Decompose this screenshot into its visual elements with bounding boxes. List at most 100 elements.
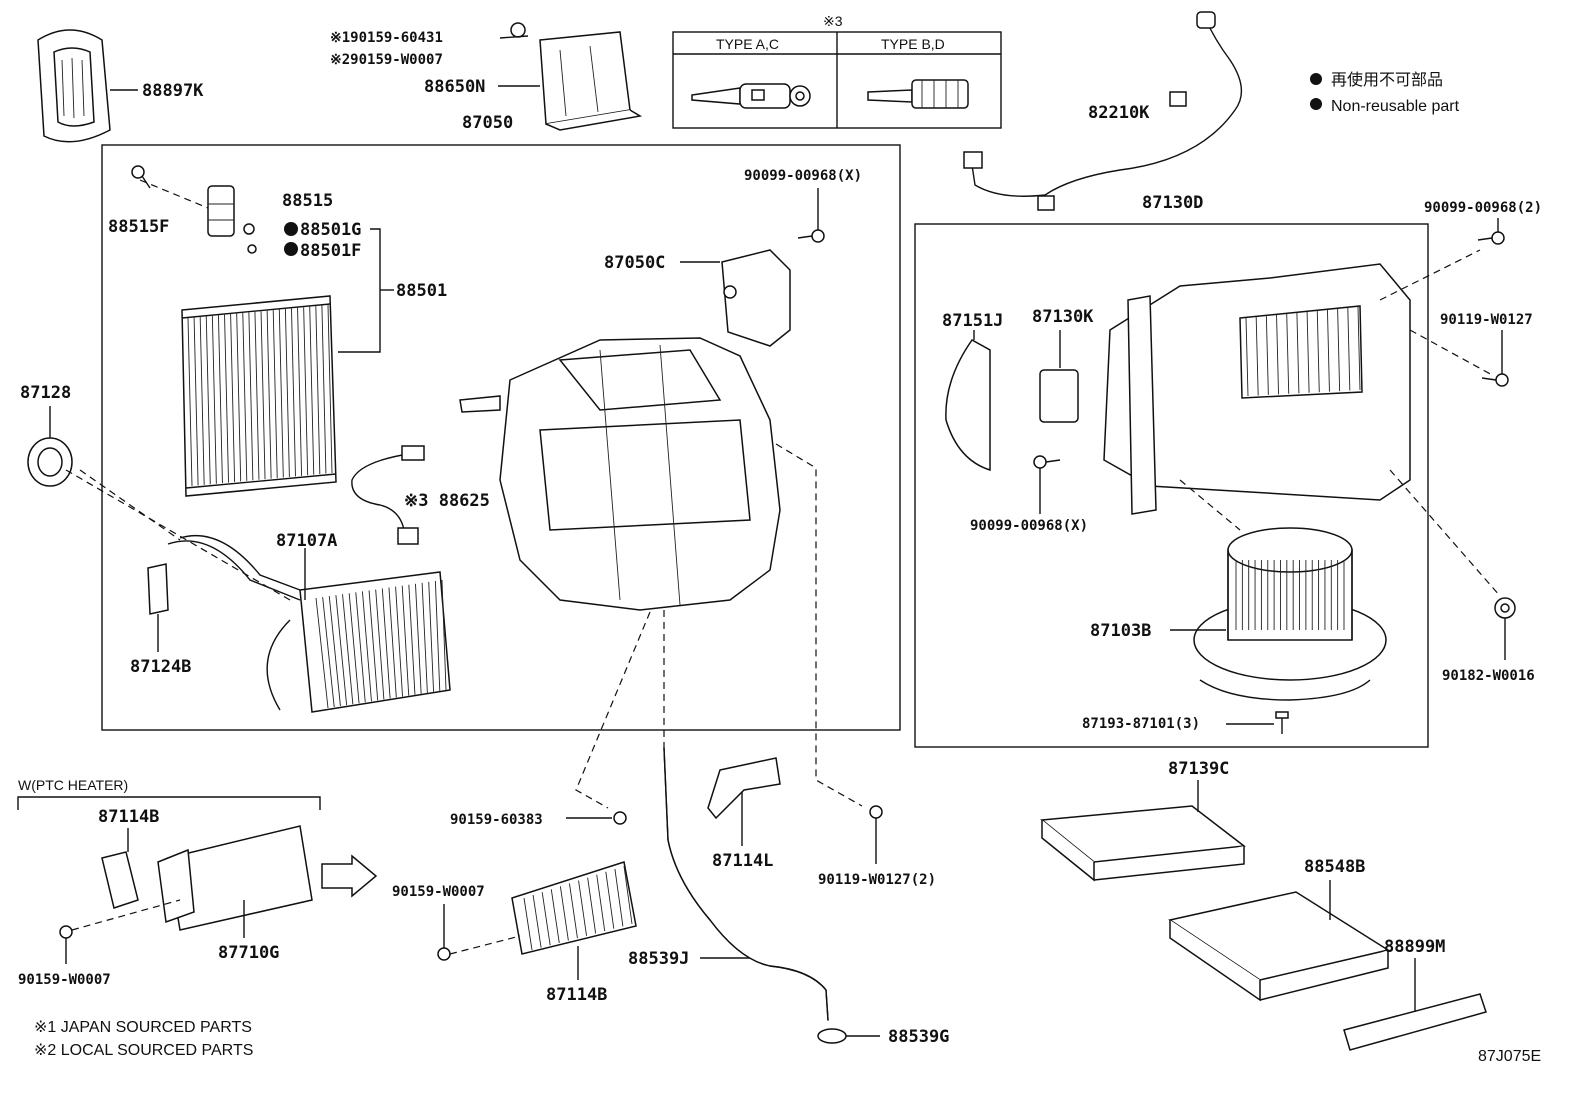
fin-line (335, 595, 348, 706)
fin-line (205, 316, 211, 485)
fin-line (368, 590, 379, 701)
fin-line (1357, 306, 1361, 391)
label-87193-87101: 87193-87101(3) (1082, 716, 1200, 732)
register-cover-part (37, 29, 111, 143)
fin-line (623, 865, 633, 925)
fin-line (532, 895, 542, 948)
fin-line (193, 317, 199, 486)
oring-88501f-icon (247, 244, 257, 254)
fin-line (559, 886, 569, 941)
screw-90119-w0127-icon (1481, 373, 1509, 387)
screw-90099-00968-2-icon (1477, 231, 1505, 245)
label-87107a: 87107A (276, 531, 337, 551)
main-unit-frame (101, 144, 901, 731)
ptc-header: W(PTC HEATER) (18, 777, 128, 793)
label-87151j: 87151J (942, 311, 1003, 331)
hvac-case-part (459, 337, 781, 611)
label-90159-w0007-top: ※290159-W0007 (330, 52, 443, 68)
label-87130d: 87130D (1142, 193, 1203, 213)
fin-line (248, 312, 254, 481)
label-88539g: 88539G (888, 1027, 949, 1047)
fin-line (272, 310, 278, 479)
fin-line (428, 581, 435, 692)
ptc-heater-part (157, 825, 313, 931)
connector-type-ac-icon (691, 83, 811, 109)
fin-line (254, 311, 260, 480)
label-90119-w0127: 90119-W0127 (1440, 312, 1533, 328)
label-88548b: 88548B (1304, 857, 1365, 877)
fin-line (236, 313, 242, 482)
label-87128: 87128 (20, 383, 71, 403)
ecu-part (510, 22, 643, 131)
fin-line (605, 871, 615, 929)
screw-90099-00968x-icon (797, 229, 825, 243)
fin-line (614, 868, 624, 927)
fin-line (569, 883, 578, 939)
label-90119-w0127-2: 90119-W0127(2) (818, 872, 936, 888)
connector-type-bd-icon (867, 79, 969, 109)
screw-87193-87101-icon (1275, 711, 1289, 734)
screw-90119-w0127-2-icon (869, 805, 883, 819)
label-87114l: 87114L (712, 851, 773, 871)
fin-line (1316, 310, 1320, 393)
legend: 再使用不可部品 Non-reusable part (1310, 71, 1460, 115)
fin-line (1306, 311, 1310, 393)
fin-line (388, 587, 397, 698)
type-table-col1: TYPE A,C (716, 36, 779, 52)
label-88501g: 88501G (300, 220, 361, 240)
fin-line (297, 307, 303, 476)
sensor-88625-part (351, 445, 425, 545)
fin-line (309, 306, 315, 475)
blower-unit-frame (914, 223, 1429, 748)
ptc-bracket-87114b-part (101, 851, 139, 909)
oring-88501g-icon (243, 223, 255, 235)
label-90099-00968-2: 90099-00968(2) (1424, 200, 1542, 216)
fin-line (395, 586, 403, 697)
type-table-col2: TYPE B,D (881, 36, 945, 52)
clip-88539g-icon (817, 1028, 847, 1044)
screw-90159-60383-icon (613, 811, 627, 825)
label-88625: ※3 88625 (404, 491, 490, 511)
label-90159-60431: ※190159-60431 (330, 30, 443, 46)
label-90099-00968x-b: 90099-00968(X) (970, 518, 1088, 534)
diagram-code: 87J075E (1478, 1048, 1541, 1065)
fin-line (284, 308, 290, 477)
fin-line (328, 596, 341, 707)
label-87710g: 87710G (218, 943, 279, 963)
fin-line (1255, 316, 1259, 396)
plate-88899m-part (1343, 993, 1487, 1051)
label-87050: 87050 (462, 113, 513, 133)
fin-line (1296, 312, 1300, 394)
fin-line (348, 593, 360, 704)
fin-line (1265, 315, 1269, 395)
fin-line (441, 579, 447, 691)
label-87114b-a: 87114B (98, 807, 159, 827)
fin-line (224, 314, 229, 483)
fin-line (1245, 317, 1249, 397)
label-88515: 88515 (282, 191, 333, 211)
resistor-87130k-part (1039, 369, 1079, 423)
fin-line (361, 591, 372, 702)
fin-line (381, 588, 391, 699)
filter-case-part (1168, 891, 1390, 1002)
cabin-filter-part (1040, 805, 1246, 882)
type-table-mark: ※3 (823, 13, 843, 29)
label-87124b: 87124B (130, 657, 191, 677)
fin-line (1327, 309, 1330, 392)
fin-line (230, 314, 236, 483)
fin-line (1347, 307, 1351, 391)
fin-line (321, 305, 327, 474)
ptc-core-87114b-part (511, 861, 637, 955)
screw-90099-00968x-b-icon (1033, 455, 1061, 469)
cover-87151j-part (945, 339, 991, 472)
fin-line (401, 585, 410, 696)
drain-hose-part (663, 747, 829, 1021)
label-87130k: 87130K (1032, 307, 1094, 327)
label-87103b: 87103B (1090, 621, 1151, 641)
fin-line (421, 582, 428, 693)
note-local-sourced: ※2 LOCAL SOURCED PARTS (34, 1042, 253, 1059)
screw-90159-w0007-left-icon (59, 925, 73, 939)
note-japan-sourced: ※1 JAPAN SOURCED PARTS (34, 1019, 252, 1036)
fin-line (434, 580, 441, 691)
fin-line (315, 306, 321, 475)
